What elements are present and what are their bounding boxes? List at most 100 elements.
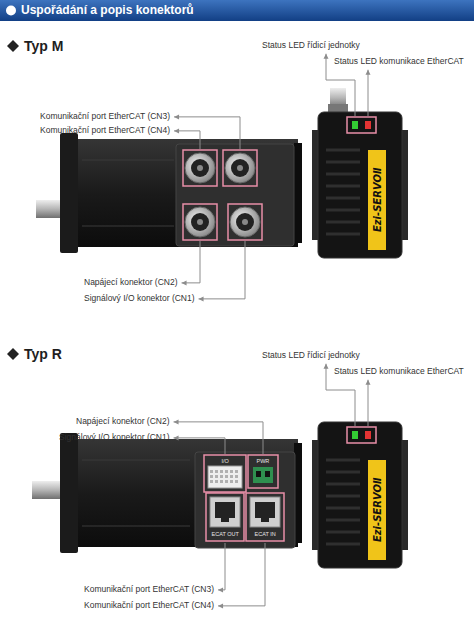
drive-housing xyxy=(318,422,402,568)
highlight-box xyxy=(246,493,284,541)
status-led xyxy=(365,121,371,129)
brand-strip xyxy=(368,150,386,250)
rj45-port xyxy=(215,502,235,518)
leader-line xyxy=(199,241,245,299)
round-connector xyxy=(191,213,209,231)
round-connector xyxy=(225,153,255,183)
title-bar xyxy=(0,0,474,21)
io-connector xyxy=(208,466,242,488)
round-connector xyxy=(197,219,203,225)
leader-line xyxy=(174,131,200,149)
leader-line xyxy=(218,543,265,606)
callout-label: Komunikační port EtherCAT (CN3) xyxy=(84,585,214,595)
leader-arrowhead xyxy=(182,280,187,285)
rj45-port xyxy=(250,497,280,527)
highlight-box xyxy=(347,427,376,443)
drive-housing xyxy=(318,112,402,258)
motor-flange xyxy=(60,133,78,253)
highlight-box xyxy=(223,150,257,186)
motor-shaft xyxy=(36,200,62,218)
connector-panel xyxy=(195,452,295,548)
highlight-box xyxy=(228,204,262,240)
title-text: Uspořádání a popis konektorů xyxy=(21,4,194,18)
motor-shaft xyxy=(32,481,62,499)
title-bullet xyxy=(6,6,16,16)
leader-arrowhead xyxy=(218,587,223,592)
motor-end-cap xyxy=(294,143,302,243)
leader-line xyxy=(174,438,225,454)
section-heading: Typ M xyxy=(24,38,63,54)
status-led xyxy=(352,431,358,439)
motor-fin xyxy=(82,160,174,161)
brand-label: Ezi-SERVOⅡ xyxy=(371,477,383,542)
callout-label: Status LED komunikace EtherCAT xyxy=(334,367,464,377)
leader-line xyxy=(174,117,240,149)
leader-arrowhead xyxy=(366,70,371,75)
rj45-port xyxy=(210,497,240,527)
leader-arrowhead xyxy=(174,419,179,424)
motor-body xyxy=(78,139,298,247)
rj45-port xyxy=(261,518,269,522)
highlight-box xyxy=(204,455,246,492)
leader-line xyxy=(218,543,225,590)
port-marking: I/O xyxy=(222,458,229,464)
motor-body xyxy=(78,439,298,547)
vent-slots xyxy=(326,150,360,234)
motor-fin xyxy=(82,460,190,461)
port-marking: ECAT OUT xyxy=(212,531,239,537)
section-heading: Typ R xyxy=(24,346,62,362)
vent-slots xyxy=(326,460,360,544)
leader-line xyxy=(368,70,369,116)
status-led xyxy=(365,431,371,439)
callout-label: Signálový I/O konektor (CN1) xyxy=(59,433,170,443)
leader-arrowhead xyxy=(218,603,223,608)
connector-panel xyxy=(176,144,294,246)
highlight-box xyxy=(206,493,244,541)
callout-label: Status LED řídicí jednotky xyxy=(262,351,360,361)
round-connector xyxy=(185,153,215,183)
callout-label: Komunikační port EtherCAT (CN4) xyxy=(84,601,214,611)
round-connector xyxy=(237,165,243,171)
leader-arrowhead xyxy=(324,364,329,369)
port-marking: ECAT IN xyxy=(255,531,276,537)
round-connector xyxy=(197,165,203,171)
callout-label: Status LED řídicí jednotky xyxy=(262,41,360,51)
power-connector xyxy=(265,471,270,477)
rj45-port xyxy=(221,518,229,522)
cable-connector xyxy=(328,104,348,112)
motor-fin xyxy=(82,526,190,527)
round-connector xyxy=(231,159,249,177)
section-diamond xyxy=(7,348,19,360)
leader-arrowhead xyxy=(366,380,371,385)
section-diamond xyxy=(7,40,19,52)
status-led xyxy=(352,121,358,129)
motor-fin xyxy=(82,226,174,227)
callout-label: Signálový I/O konektor (CN1) xyxy=(84,294,195,304)
round-connector xyxy=(230,207,260,237)
port-marking: PWR xyxy=(257,458,270,464)
leader-line xyxy=(368,380,369,426)
brand-label: Ezi-SERVOⅡ xyxy=(371,167,383,232)
callout-label: Napájecí konektor (CN2) xyxy=(84,278,178,288)
round-connector xyxy=(242,219,248,225)
round-connector xyxy=(236,213,254,231)
power-connector xyxy=(253,467,273,483)
callout-label: Napájecí konektor (CN2) xyxy=(76,417,170,427)
motor-flange xyxy=(60,433,78,553)
callout-label: Komunikační port EtherCAT (CN4) xyxy=(40,126,170,136)
round-connector xyxy=(185,207,215,237)
brand-strip xyxy=(368,460,386,560)
leader-line xyxy=(174,422,263,454)
leader-arrowhead xyxy=(324,54,329,59)
callout-label: Komunikační port EtherCAT (CN3) xyxy=(40,112,170,122)
rj45-port xyxy=(255,502,275,518)
leader-line xyxy=(182,241,200,283)
callout-label: Status LED komunikace EtherCAT xyxy=(334,57,464,67)
leader-arrowhead xyxy=(174,114,179,119)
round-connector xyxy=(191,159,209,177)
highlight-box xyxy=(347,117,376,133)
leader-arrowhead xyxy=(174,435,179,440)
